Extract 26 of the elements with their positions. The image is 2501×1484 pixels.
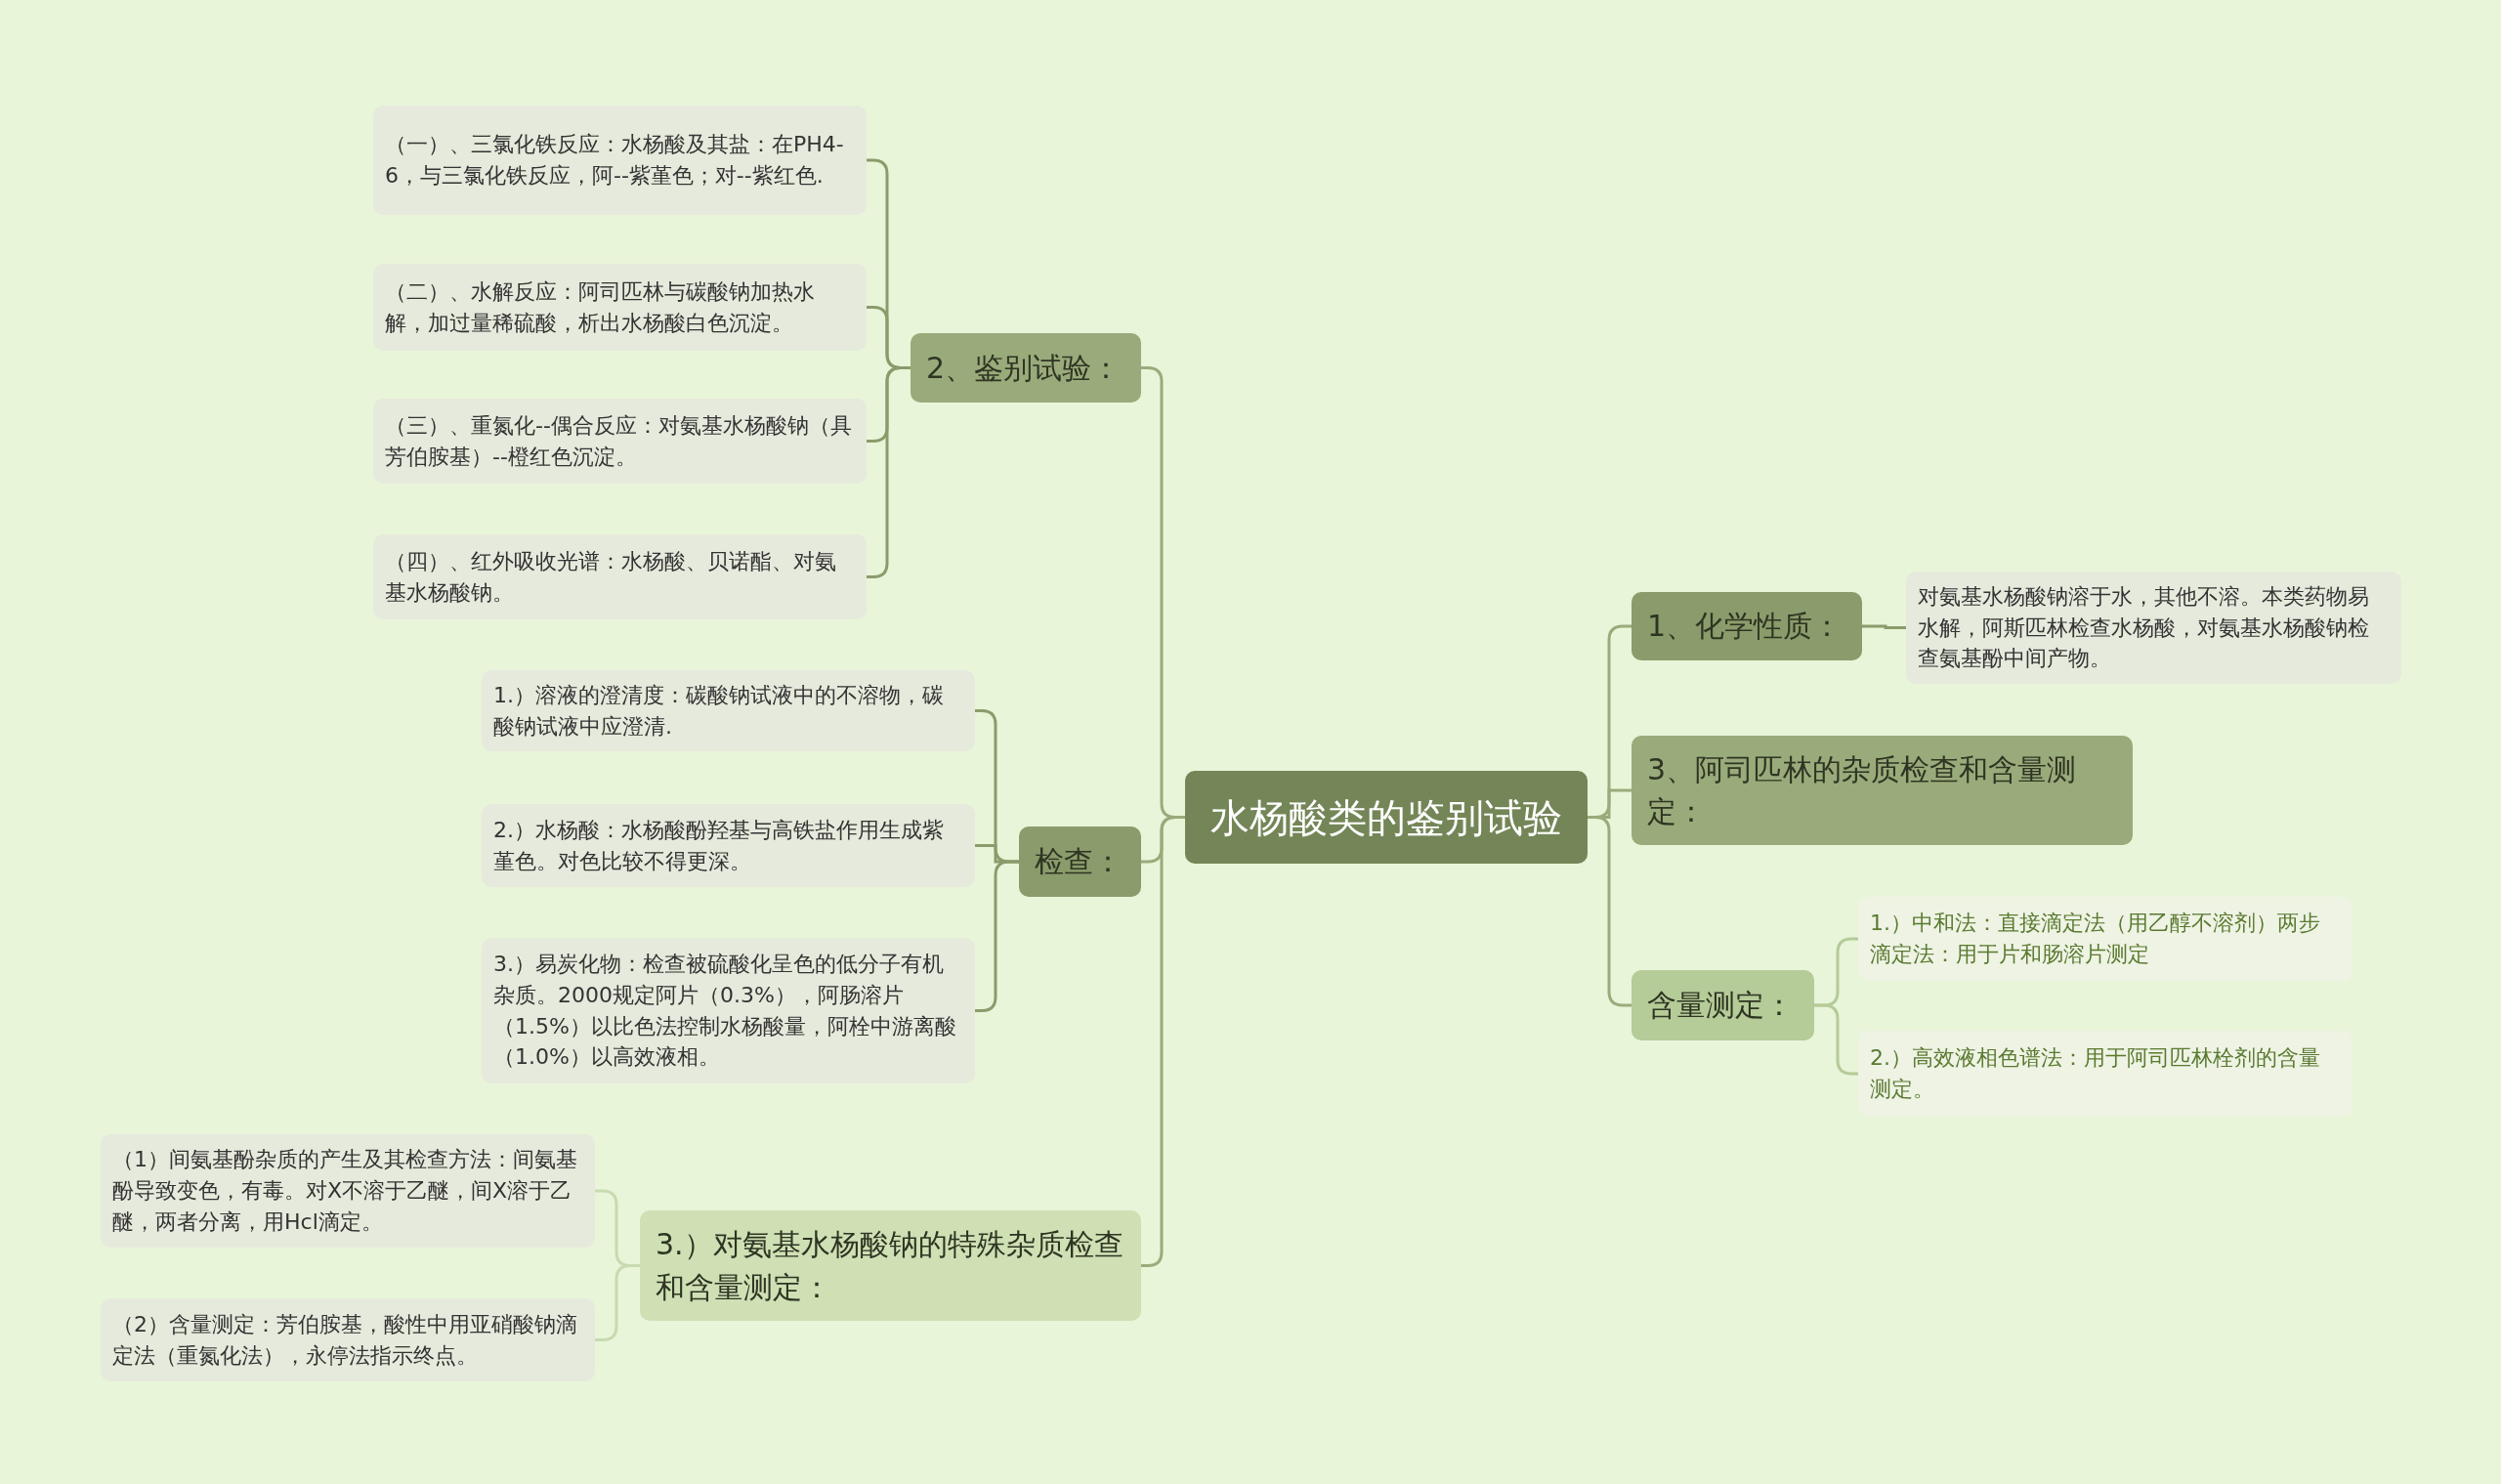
note-box: （二）、水解反应：阿司匹林与碳酸钠加热水解，加过量稀硫酸，析出水杨酸白色沉淀。 xyxy=(373,264,867,351)
note-box: （2）含量测定：芳伯胺基，酸性中用亚硝酸钠滴定法（重氮化法），永停法指示终点。 xyxy=(101,1298,595,1381)
topic-box: 3.）对氨基水杨酸钠的特殊杂质检查和含量测定： xyxy=(640,1210,1141,1321)
note-box: 2.）高效液相色谱法：用于阿司匹林栓剂的含量测定。 xyxy=(1858,1031,2353,1117)
topic-box: 1、化学性质： xyxy=(1632,592,1862,660)
note-box: 3.）易炭化物：检查被硫酸化呈色的低分子有机杂质。2000规定阿片（0.3%），阿肠溶片（1.5%）以比色法控制水杨酸量，阿栓中游离酸（1.0%）以高效液相。 xyxy=(482,938,975,1083)
note-box: 2.）水杨酸：水杨酸酚羟基与高铁盐作用生成紫堇色。对色比较不得更深。 xyxy=(482,804,975,887)
note-box: 1.）中和法：直接滴定法（用乙醇不溶剂）两步滴定法：用于片和肠溶片测定 xyxy=(1858,897,2353,981)
topic-box: 检查： xyxy=(1019,827,1141,897)
topic-box: 3、阿司匹林的杂质检查和含量测定： xyxy=(1632,736,2133,845)
note-box: （1）间氨基酚杂质的产生及其检查方法：间氨基酚导致变色，有毒。对X不溶于乙醚，间X溶于乙醚，两者分离，用Hcl滴定。 xyxy=(101,1134,595,1248)
connector-line xyxy=(595,1264,640,1341)
connector-line xyxy=(1588,816,1632,1007)
connector-line xyxy=(1814,1003,1858,1076)
note-box: （一）、三氯化铁反应：水杨酸及其盐：在PH4-6，与三氯化铁反应，阿--紫堇色；对--紫红色. xyxy=(373,106,867,215)
connector-line xyxy=(1141,816,1185,1267)
topic-box: 2、鉴别试验： xyxy=(911,333,1141,403)
connector-line xyxy=(867,366,911,578)
root-topic-box: 水杨酸类的鉴别试验 xyxy=(1185,771,1588,864)
note-box: （三）、重氮化--偶合反应：对氨基水杨酸钠（具芳伯胺基）--橙红色沉淀。 xyxy=(373,399,867,484)
note-box: 对氨基水杨酸钠溶于水，其他不溶。本类药物易水解，阿斯匹林检查水杨酸，对氨基水杨酸钠检查氨基酚中间产物。 xyxy=(1906,572,2401,684)
note-box: （四）、红外吸收光谱：水杨酸、贝诺酯、对氨基水杨酸钠。 xyxy=(373,534,867,619)
topic-box: 含量测定： xyxy=(1632,970,1814,1040)
note-box: 1.）溶液的澄清度：碳酸钠试液中的不溶物，碳酸钠试液中应澄清. xyxy=(482,670,975,751)
connector-line xyxy=(975,860,1019,1012)
connector-line xyxy=(1862,624,1906,629)
